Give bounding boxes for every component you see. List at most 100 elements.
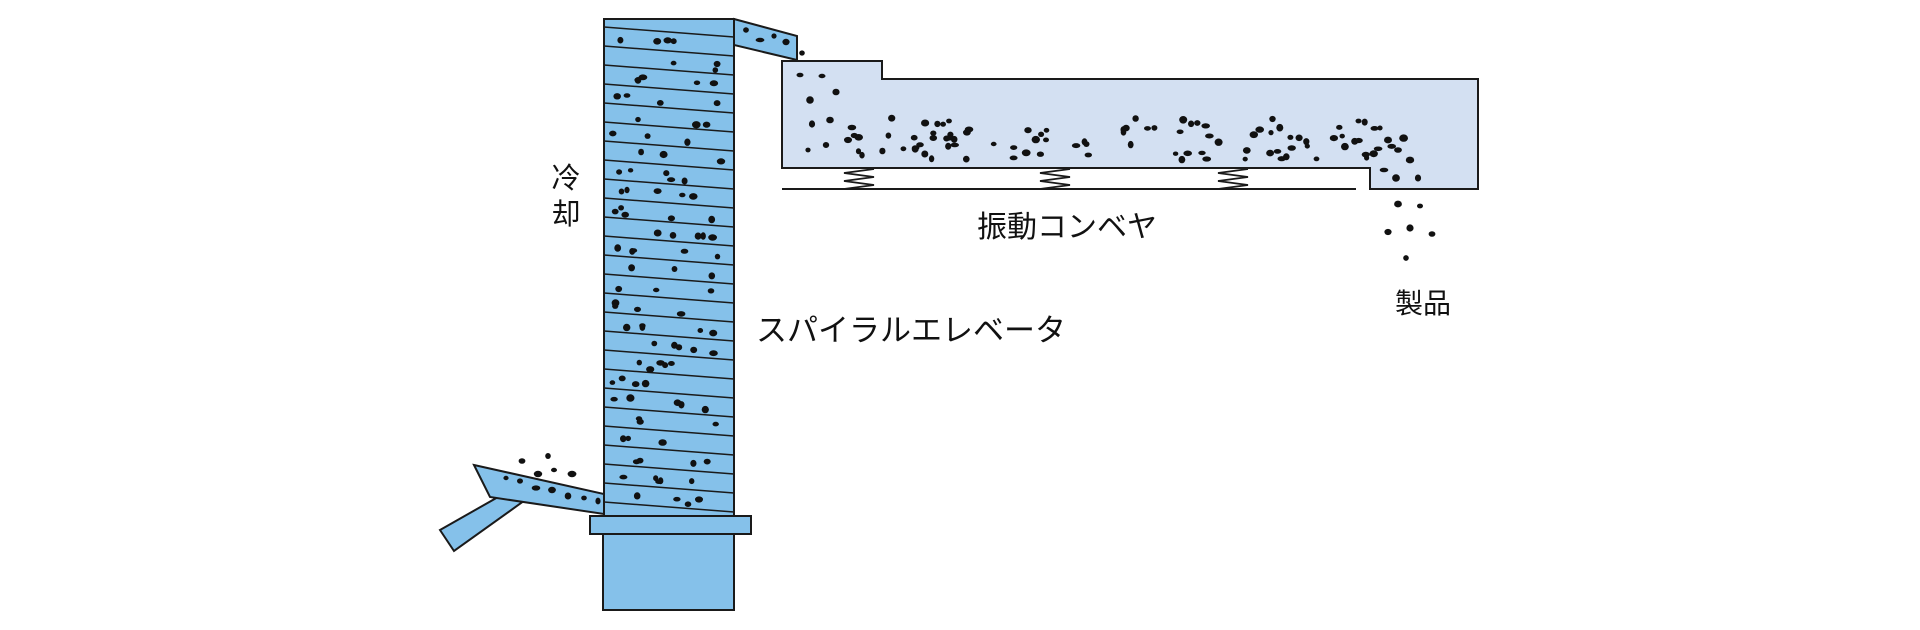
particle xyxy=(964,126,974,133)
particle xyxy=(669,232,677,239)
particle xyxy=(1384,136,1392,144)
vibrating-conveyor-trough xyxy=(781,60,1479,190)
particle xyxy=(533,470,543,478)
particle xyxy=(1392,174,1400,182)
particle xyxy=(633,492,641,500)
particle xyxy=(620,435,627,443)
spiral-tray-line xyxy=(603,311,735,323)
particle xyxy=(1021,149,1031,157)
particle xyxy=(1127,140,1134,149)
particle xyxy=(1084,152,1093,158)
particle xyxy=(690,459,697,467)
particle xyxy=(1083,141,1090,148)
particle xyxy=(684,501,692,508)
particle xyxy=(621,211,629,218)
particle xyxy=(618,375,626,382)
cooling-label-char-1: 冷 xyxy=(551,161,580,195)
particle xyxy=(950,142,959,148)
particle xyxy=(673,399,682,407)
particle xyxy=(945,135,953,141)
particle xyxy=(625,435,631,442)
particle xyxy=(1361,151,1370,158)
particle xyxy=(712,67,719,73)
particle xyxy=(743,27,749,33)
particle xyxy=(1031,135,1041,144)
spiral-tray-line xyxy=(603,140,735,152)
particle xyxy=(713,60,721,68)
particle xyxy=(928,155,935,163)
particle xyxy=(662,362,669,369)
particle xyxy=(636,359,642,366)
particle xyxy=(963,155,970,163)
particle xyxy=(518,458,526,464)
particle xyxy=(673,496,681,502)
spiral-tray-line xyxy=(603,406,735,418)
particle xyxy=(930,130,937,136)
particle xyxy=(636,418,644,425)
spiral-tray-line xyxy=(603,368,735,380)
particle xyxy=(796,72,804,78)
spiral-tray-line xyxy=(603,425,735,437)
particle xyxy=(1205,133,1214,139)
particle xyxy=(1354,137,1363,144)
particle xyxy=(888,114,896,122)
particle xyxy=(1428,231,1436,237)
particle xyxy=(615,285,623,293)
conveyor-spring-3 xyxy=(1217,168,1249,190)
particle xyxy=(805,147,811,153)
particle xyxy=(655,479,664,485)
particle xyxy=(679,192,686,198)
particle xyxy=(709,80,719,87)
particle xyxy=(1172,151,1179,156)
product-label: 製品 xyxy=(1395,287,1451,320)
particle xyxy=(689,478,695,485)
particle xyxy=(1214,138,1223,146)
particle xyxy=(859,151,865,159)
particle xyxy=(653,188,662,195)
particle xyxy=(1361,118,1368,126)
particle xyxy=(613,93,621,100)
particle xyxy=(1369,150,1378,158)
particle xyxy=(693,80,701,86)
discharge-chute-particles xyxy=(743,27,805,56)
particle xyxy=(667,177,676,183)
particle xyxy=(1304,143,1310,149)
particle xyxy=(623,93,631,98)
particle xyxy=(1268,130,1274,136)
spiral-tray-line xyxy=(603,330,735,342)
particle xyxy=(659,150,668,159)
particle xyxy=(612,303,619,309)
particle xyxy=(808,120,816,128)
particle xyxy=(545,453,551,459)
particle xyxy=(714,253,721,260)
particle xyxy=(1273,149,1282,154)
particle xyxy=(1178,155,1186,164)
particle xyxy=(700,232,706,240)
spiral-tray-line xyxy=(603,64,735,76)
particle xyxy=(639,324,646,331)
particle xyxy=(703,458,711,465)
spiral-tray-line xyxy=(603,387,735,399)
particle xyxy=(1009,155,1018,161)
particle xyxy=(627,168,634,173)
particle xyxy=(676,311,686,317)
particle xyxy=(671,266,678,272)
particle xyxy=(822,142,830,148)
particle xyxy=(1370,125,1379,131)
particle xyxy=(610,396,618,402)
particle xyxy=(1038,131,1045,137)
spiral-tray-line xyxy=(603,292,735,304)
particle xyxy=(626,394,635,402)
particle xyxy=(709,329,718,337)
spiral-tray-line xyxy=(603,102,735,114)
particle xyxy=(1132,115,1139,122)
particle xyxy=(1406,224,1414,232)
particle xyxy=(619,474,628,480)
particle xyxy=(638,148,644,156)
particle xyxy=(670,60,677,66)
spiral-tray-line xyxy=(603,45,735,57)
particle xyxy=(1341,142,1349,151)
particle xyxy=(614,244,622,252)
particle xyxy=(1339,133,1345,139)
spiral-tray-line xyxy=(603,273,735,285)
